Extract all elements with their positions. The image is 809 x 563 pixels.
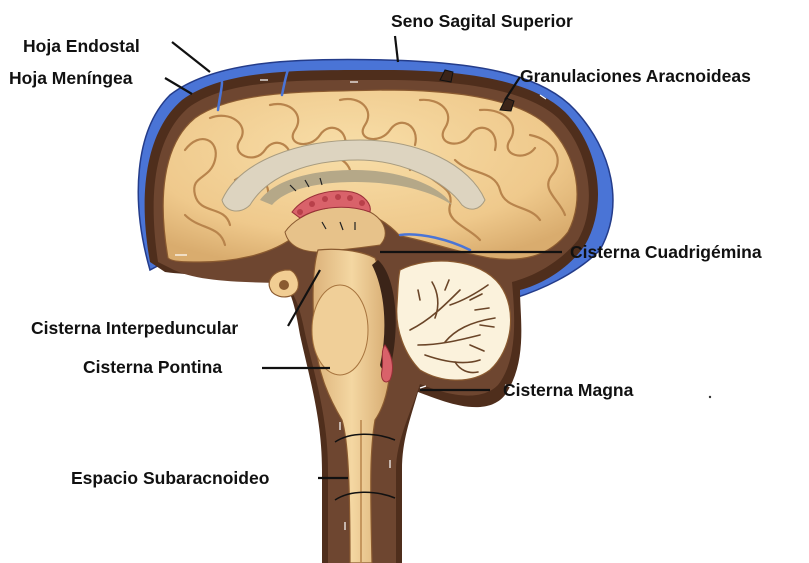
label-granulaciones-aracnoideas: Granulaciones Aracnoideas: [520, 66, 751, 86]
label-hoja-meningea: Hoja Meníngea: [9, 68, 133, 88]
label-cisterna-interpeduncular: Cisterna Interpeduncular: [31, 318, 238, 338]
label-cisterna-magna: Cisterna Magna: [503, 380, 633, 400]
label-cisterna-pontina: Cisterna Pontina: [83, 357, 222, 377]
pons: [312, 285, 368, 375]
label-espacio-subaracnoideo: Espacio Subaracnoideo: [71, 468, 269, 488]
leader-hoja-endostal: [172, 42, 210, 72]
pituitary-stalk: [279, 280, 289, 290]
stray-dot: [709, 396, 711, 398]
leader-seno-sagital: [395, 36, 398, 62]
label-seno-sagital-superior: Seno Sagital Superior: [391, 11, 573, 31]
label-cisterna-cuadrigemina: Cisterna Cuadrigémina: [570, 242, 762, 262]
label-hoja-endostal: Hoja Endostal: [23, 36, 140, 56]
